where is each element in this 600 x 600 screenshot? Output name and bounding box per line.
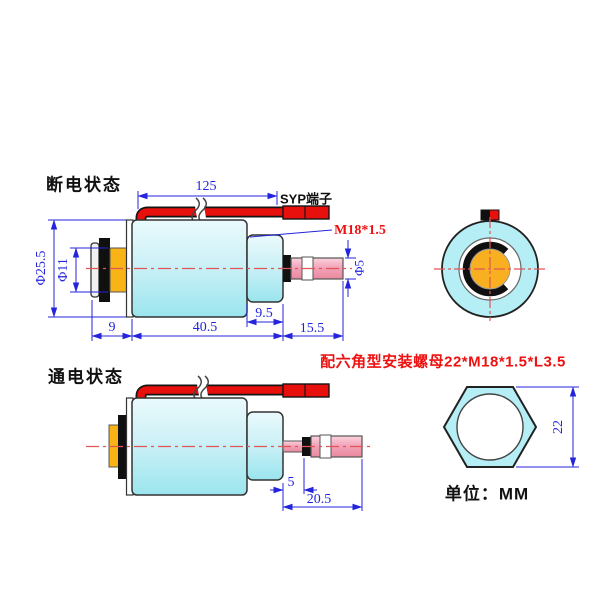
deenergized-view (48, 191, 356, 341)
across-flats-dim: 22 (551, 420, 566, 434)
energized-state-label: 通电状态 (48, 367, 124, 387)
lead-wire (135, 384, 286, 404)
hex-nut-note: 配六角型安装螺母22*M18*1.5*L3.5 (320, 353, 566, 371)
front-length-dim: 9 (108, 320, 116, 335)
syp-terminal-label: SYP端子 (279, 191, 333, 207)
lead-wire (135, 206, 286, 226)
unit-label: 单位：MM (444, 484, 530, 504)
front-view (434, 209, 546, 321)
deenergized-state-label: 断电状态 (46, 175, 122, 195)
dimension-lines (516, 386, 579, 468)
rod-length-dim: 15.5 (299, 321, 325, 336)
hex-nut-bore (456, 393, 524, 461)
plunger-od-dim: Φ11 (56, 258, 71, 282)
syp-terminal (282, 205, 330, 220)
collar-length-dim: 9.5 (255, 306, 273, 321)
body-length-dim: 40.5 (192, 320, 218, 335)
plunger-extended (90, 238, 129, 302)
syp-terminal (282, 383, 330, 398)
wire-length-dim: 125 (195, 179, 217, 194)
dimension-lines (270, 458, 363, 511)
dimension-lines (48, 191, 356, 341)
body-od-dim: Φ25.5 (34, 250, 49, 286)
c-ring (462, 241, 518, 297)
rod-travel-dim: 20.5 (306, 492, 332, 507)
crosshair-centerlines (434, 217, 546, 321)
thread-spec-label: M18*1.5 (334, 223, 386, 238)
stroke-dim: 5 (287, 475, 295, 490)
energized-view (86, 375, 372, 511)
rod-od-dim: Φ5 (351, 259, 367, 277)
hex-nut-view (442, 386, 579, 468)
